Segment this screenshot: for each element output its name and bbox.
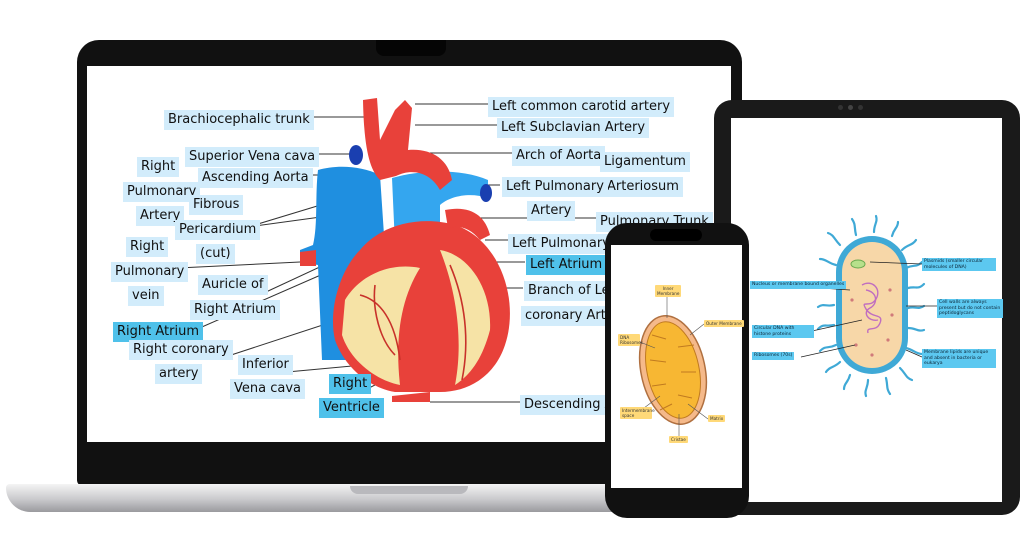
label-left-subclavian: Left Subclavian Artery <box>497 118 650 138</box>
bacteria-leader-lines <box>800 261 937 358</box>
label-left-pulmonary-artery-1: Left Pulmonary <box>502 177 608 197</box>
bacteria-flagella <box>816 214 926 398</box>
mito-cristae <box>649 334 696 411</box>
label-arch-of-aorta: Arch of Aorta <box>512 146 606 166</box>
label-inner-membrane: Inner Membrane <box>655 285 681 298</box>
label-branch-2: coronary Artery <box>521 306 631 326</box>
label-branch-1: Branch of Left <box>524 281 624 301</box>
label-cell-walls: Cell walls are always present but do not… <box>937 299 1003 319</box>
label-left-atrium: Left Atrium <box>526 255 607 275</box>
label-fibrous-3: (cut) <box>196 244 235 264</box>
label-nucleus-organelles: Nucleus or membrane bound organelles <box>750 281 847 289</box>
label-brachiocephalic-trunk: Brachiocephalic trunk <box>164 110 314 130</box>
label-left-pulmonary-vein: Left Pulmonary <box>508 234 614 254</box>
mito-leader-lines <box>634 293 709 436</box>
label-ribosomes: Ribosomes (70s) <box>752 352 795 360</box>
tablet-camera <box>838 105 864 110</box>
label-fibrous-2: Pericardium <box>175 220 261 240</box>
label-intermembrane-space: Intermembrane space <box>620 407 655 420</box>
laptop-camera-bar <box>376 40 446 56</box>
right-pulmonary-vein-vessel <box>300 250 316 266</box>
label-right-pulmonary-vein-1: Right <box>126 237 169 257</box>
label-right-coronary-1: Right coronary <box>129 340 233 360</box>
laptop-trackpad-notch <box>350 486 468 494</box>
heart-coronary-branches <box>359 264 467 381</box>
label-right-pulmonary-vein-3: vein <box>128 286 164 306</box>
label-right-pulmonary-artery-2: Pulmonary <box>123 182 201 202</box>
label-right-pulmonary-vein-2: Pulmonary <box>111 262 189 282</box>
label-right-pulmonary-artery-3: Artery <box>136 206 185 226</box>
label-ascending-aorta: Ascending Aorta <box>198 168 313 188</box>
label-right-atrium: Right Atrium <box>113 322 203 342</box>
label-right-ventricle-1: Right <box>329 374 372 394</box>
phone-dynamic-island <box>650 229 702 241</box>
label-membrane-lipids: Membrane lipids are unique and absent in… <box>922 349 996 369</box>
label-dna-ribosomes: DNA Ribosomes <box>618 334 643 347</box>
bacteria-cytoplasm <box>842 242 902 368</box>
bacteria-ribosomes <box>850 288 894 357</box>
label-inferior-2: Vena cava <box>230 379 305 399</box>
heart-vessels-blue <box>300 145 492 360</box>
label-left-common-carotid: Left common carotid artery <box>488 97 675 117</box>
label-outer-membrane: Outer Membrane <box>704 320 744 328</box>
label-left-pulmonary-artery-2: Artery <box>527 201 576 221</box>
label-auricle-1: Auricle of <box>198 275 268 295</box>
label-matrix: Matrix <box>708 415 726 423</box>
heart-aorta <box>363 98 452 402</box>
label-plasmids: Plasmids (smaller circular molecules of … <box>922 258 996 272</box>
label-auricle-2: Right Atrium <box>190 300 280 320</box>
label-superior-vena-cava: Superior Vena cava <box>185 147 320 167</box>
left-pulmonary-artery-vessel <box>445 208 490 240</box>
label-ligamentum-1: Ligamentum <box>600 152 690 172</box>
label-inferior-1: Inferior <box>238 355 293 375</box>
label-right-coronary-2: artery <box>155 364 203 384</box>
label-right-pulmonary-artery-1: Right <box>137 157 180 177</box>
label-fibrous-1: Fibrous <box>189 195 244 215</box>
bacteria-dna <box>861 282 882 334</box>
label-circular-dna: Circular DNA with histone proteins <box>752 325 814 339</box>
label-right-ventricle-2: Ventricle <box>319 398 384 418</box>
bacteria-plasmid <box>850 259 866 269</box>
label-ligamentum-2: Arteriosum <box>603 177 683 197</box>
label-cristae: Cristae <box>669 436 688 444</box>
